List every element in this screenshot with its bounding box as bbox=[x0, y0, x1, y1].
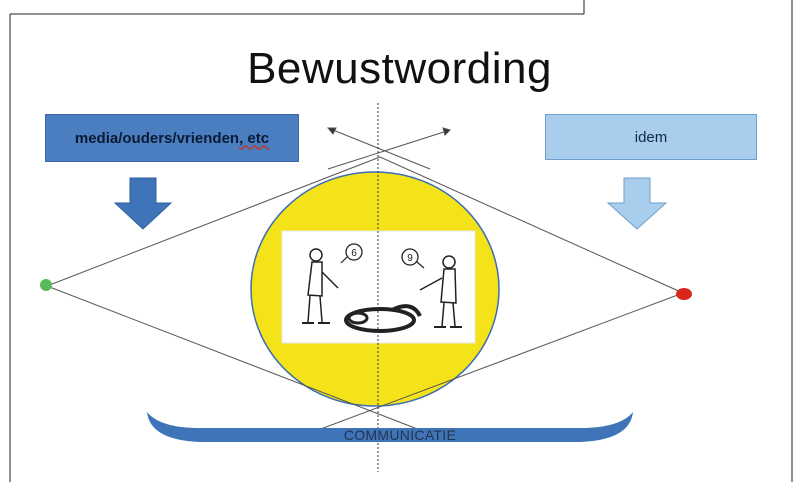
svg-text:9: 9 bbox=[407, 253, 413, 264]
media-box: media/ouders/vrienden, etc bbox=[45, 114, 299, 162]
crossing-arrows bbox=[326, 127, 451, 170]
right-down-arrow-icon bbox=[606, 177, 668, 230]
media-box-label: media/ouders/vrienden bbox=[74, 129, 240, 147]
right-red-dot bbox=[676, 288, 692, 300]
idem-box-label: idem bbox=[634, 128, 668, 146]
communication-label: COMMUNICATIE bbox=[343, 427, 457, 443]
diamond-lines bbox=[46, 156, 684, 431]
left-green-dot bbox=[40, 279, 52, 291]
left-down-arrow-icon bbox=[113, 177, 173, 230]
communication-arc bbox=[147, 412, 633, 442]
idem-box: idem bbox=[545, 114, 757, 160]
media-box-label-tail: , etc bbox=[239, 129, 270, 147]
page-title: Bewustwording bbox=[247, 44, 552, 93]
svg-text:6: 6 bbox=[351, 248, 357, 259]
